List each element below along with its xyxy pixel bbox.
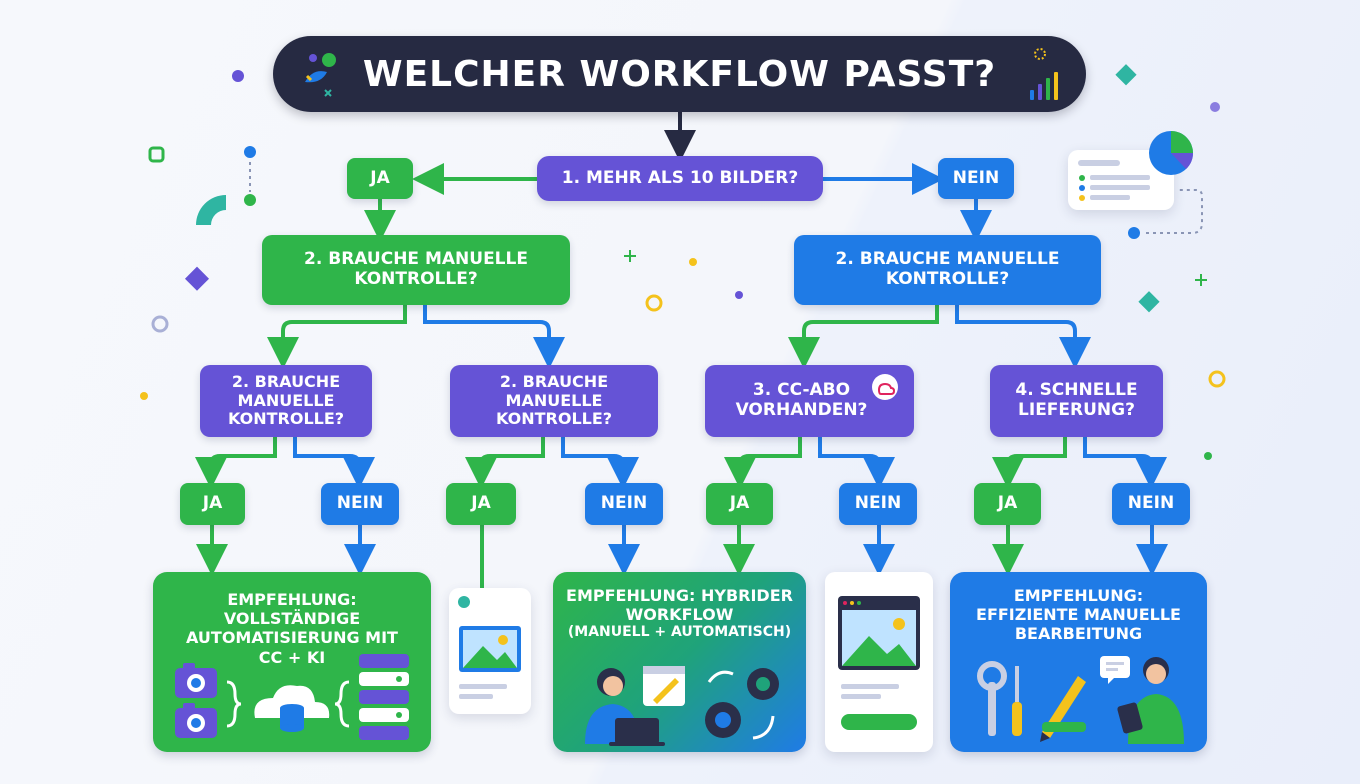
recommendation-hybrid-subtitle: (MANUELL + AUTOMATISCH) xyxy=(567,624,792,641)
camera-cloud-server-illustration xyxy=(175,654,409,740)
question-manual-control-right[interactable]: 2. BRAUCHE MANUELLE KONTROLLE? xyxy=(794,235,1101,305)
answer-yes-4[interactable]: JA xyxy=(974,483,1041,525)
person-tablet-icon xyxy=(1117,657,1184,744)
top-no-label[interactable]: NEIN xyxy=(938,158,1014,199)
list-chart-icon xyxy=(1078,160,1150,201)
edit-window-icon xyxy=(643,666,685,706)
recommendation-hybrid-workflow[interactable]: EMPFEHLUNG: HYBRIDER WORKFLOW (MANUELL +… xyxy=(553,572,806,752)
answer-no-1[interactable]: NEIN xyxy=(321,483,399,525)
gears-icon xyxy=(705,668,779,738)
top-yes-label[interactable]: JA xyxy=(347,158,413,199)
title-text: WELCHER WORKFLOW PASST? xyxy=(362,53,997,95)
answer-yes-1[interactable]: JA xyxy=(180,483,245,525)
browser-image-icon xyxy=(838,596,920,730)
marker-icon xyxy=(1042,722,1086,732)
answer-no-2[interactable]: NEIN xyxy=(585,483,663,525)
pie-chart-icon xyxy=(1149,131,1193,175)
answer-no-3[interactable]: NEIN xyxy=(839,483,917,525)
recommendation-full-automation-title: EMPFEHLUNG: VOLLSTÄNDIGE AUTOMATISIERUNG… xyxy=(186,590,398,667)
speech-bubble-icon xyxy=(1100,656,1130,684)
question-level3-2[interactable]: 2. BRAUCHE MANUELLE KONTROLLE? xyxy=(450,365,658,437)
camera-icon xyxy=(175,663,217,738)
person-laptop-gears-illustration xyxy=(585,666,779,746)
question-more-than-10-images[interactable]: 1. MEHR ALS 10 BILDER? xyxy=(537,156,823,201)
server-icon xyxy=(359,654,409,740)
recommendation-hybrid-title: EMPFEHLUNG: HYBRIDER WORKFLOW xyxy=(566,586,793,625)
wrench-icon xyxy=(977,661,1007,736)
logo-shapes-icon xyxy=(305,53,336,97)
question-manual-control-left[interactable]: 2. BRAUCHE MANUELLE KONTROLLE? xyxy=(262,235,570,305)
question-cc-subscription-text: 3. CC-ABO VORHANDEN? xyxy=(735,380,868,420)
answer-yes-3[interactable]: JA xyxy=(706,483,773,525)
creative-cloud-icon xyxy=(872,374,898,400)
browser-preview-card[interactable] xyxy=(825,572,933,752)
question-cc-subscription[interactable]: 3. CC-ABO VORHANDEN? xyxy=(705,365,914,437)
screwdriver-icon xyxy=(1012,666,1022,736)
page-title: WELCHER WORKFLOW PASST? xyxy=(273,36,1086,112)
recommendation-manual-title: EMPFEHLUNG: EFFIZIENTE MANUELLE BEARBEIT… xyxy=(976,586,1181,644)
recommendation-manual-editing[interactable]: EMPFEHLUNG: EFFIZIENTE MANUELLE BEARBEIT… xyxy=(950,572,1207,752)
question-fast-delivery[interactable]: 4. SCHNELLE LIEFERUNG? xyxy=(990,365,1163,437)
image-preview-card-1[interactable] xyxy=(449,588,531,714)
answer-yes-2[interactable]: JA xyxy=(446,483,516,525)
answer-no-4[interactable]: NEIN xyxy=(1112,483,1190,525)
cloud-database-icon xyxy=(254,685,330,732)
pencil-icon xyxy=(1040,676,1086,742)
tools-person-illustration xyxy=(977,656,1184,744)
person-laptop-icon xyxy=(585,668,665,746)
bar-chart-icon xyxy=(1030,48,1058,100)
recommendation-full-automation[interactable]: EMPFEHLUNG: VOLLSTÄNDIGE AUTOMATISIERUNG… xyxy=(153,572,431,752)
image-icon xyxy=(458,596,521,699)
question-level3-1[interactable]: 2. BRAUCHE MANUELLE KONTROLLE? xyxy=(200,365,372,437)
